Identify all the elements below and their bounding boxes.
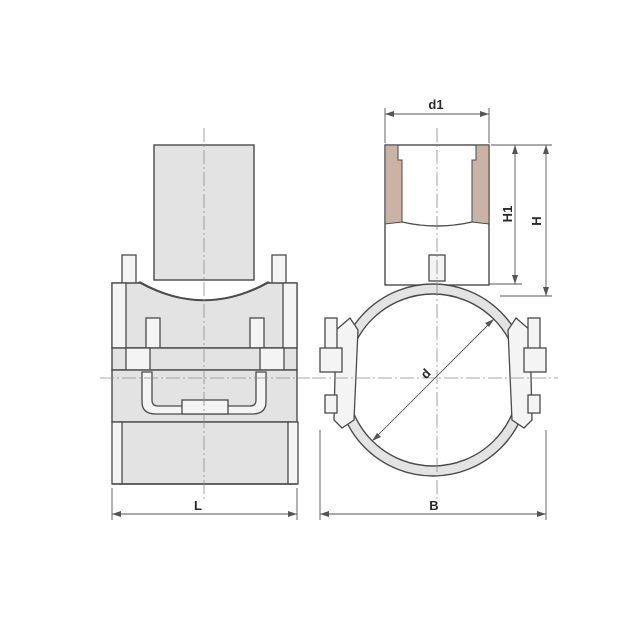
front-lug-nut-right xyxy=(523,347,547,373)
front-lug-nut-left xyxy=(319,347,343,373)
side-clamp-nut-right xyxy=(259,347,285,371)
dim-d-line xyxy=(371,318,495,442)
dim-d-arrow-upper xyxy=(485,319,494,327)
dim-h-arrow-bottom xyxy=(543,287,549,296)
side-upper-flange-left xyxy=(111,282,127,349)
dim-h1-arrow-bottom xyxy=(512,275,518,284)
dim-d-arrow-lower xyxy=(372,433,381,441)
dim-b-arrow-right xyxy=(537,511,546,517)
side-pipe-end-left xyxy=(111,421,123,485)
front-lug-pin-right xyxy=(527,394,541,414)
side-u-band xyxy=(141,371,267,415)
dim-h-arrow-top xyxy=(543,145,549,154)
dim-d1-arrow-left xyxy=(385,111,394,117)
front-lug-pin-left xyxy=(324,394,338,414)
front-lug-bolt-left xyxy=(324,317,338,353)
side-upper-flange-right xyxy=(282,282,298,349)
front-lug-bolt-right xyxy=(527,317,541,353)
dim-l-arrow-left xyxy=(112,511,121,517)
front-lug-right xyxy=(507,317,533,429)
side-main-pipe xyxy=(119,421,291,485)
side-stud-right xyxy=(271,254,287,286)
dim-h1-arrow-top xyxy=(512,145,518,154)
dim-b-label: B xyxy=(429,498,438,513)
dim-d1-arrow-right xyxy=(480,111,489,117)
side-stud-left xyxy=(121,254,137,286)
side-bolt-right xyxy=(249,317,265,349)
side-upper-saddle xyxy=(111,282,298,349)
dim-h1-label: H1 xyxy=(500,206,515,223)
front-outlet-wall-left xyxy=(384,144,403,225)
side-u-band-plate xyxy=(181,399,229,415)
dim-d1-label: d1 xyxy=(428,97,443,112)
dim-h-label: H xyxy=(529,216,544,225)
side-bolt-left xyxy=(145,317,161,349)
dim-l-label: L xyxy=(194,498,202,513)
dim-b-arrow-left xyxy=(320,511,329,517)
front-view: d d1 H1 H B xyxy=(312,97,558,520)
front-outlet-wall-right xyxy=(471,144,490,225)
front-lug-left xyxy=(333,317,359,429)
side-clamp-nut-left xyxy=(125,347,151,371)
side-pipe-end-right xyxy=(287,421,299,485)
dim-l-arrow-right xyxy=(288,511,297,517)
side-view: L xyxy=(100,128,310,520)
